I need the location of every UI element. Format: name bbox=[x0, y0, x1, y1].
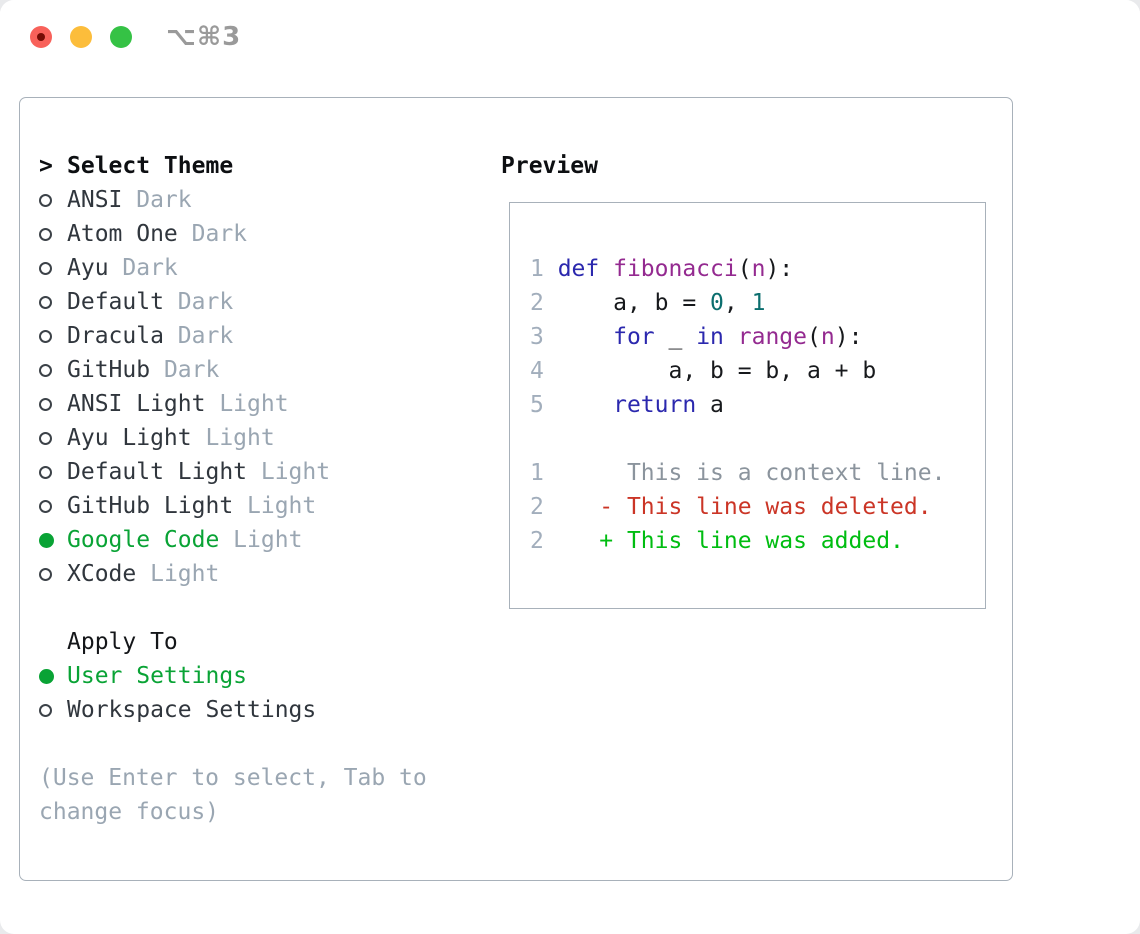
theme-variant-label: Light bbox=[247, 459, 331, 485]
theme-variant-label: Light bbox=[233, 493, 317, 519]
theme-option-label: ANSI Light bbox=[67, 391, 206, 417]
theme-option-label: GitHub bbox=[67, 357, 151, 383]
radio-icon bbox=[39, 363, 67, 377]
apply-option-label: Workspace Settings bbox=[67, 697, 317, 723]
radio-selected-icon bbox=[39, 532, 67, 548]
apply-to-header: Apply To bbox=[20, 625, 500, 659]
radio-icon bbox=[39, 431, 67, 445]
code-line: 2 + This line was added. bbox=[530, 528, 904, 554]
theme-option-label: Google Code bbox=[67, 527, 220, 553]
radio-icon bbox=[39, 261, 67, 275]
code-line bbox=[530, 422, 985, 456]
theme-option-label: Default bbox=[67, 289, 164, 315]
window-title: ⌥⌘3 bbox=[166, 22, 242, 52]
code-line: 3 for _ in range(n): bbox=[530, 324, 863, 350]
theme-option-ansi-light[interactable]: ANSI Light Light bbox=[20, 387, 500, 421]
preview-title: Preview bbox=[501, 153, 598, 179]
help-text: (Use Enter to select, Tab to change focu… bbox=[20, 761, 500, 829]
theme-option-xcode[interactable]: XCode Light bbox=[20, 557, 500, 591]
theme-option-label: GitHub Light bbox=[67, 493, 234, 519]
cursor-marker: > bbox=[39, 153, 67, 179]
theme-option-atom-one[interactable]: Atom One Dark bbox=[20, 217, 500, 251]
radio-icon bbox=[39, 193, 67, 207]
minimize-button[interactable] bbox=[70, 26, 92, 48]
theme-list-title: Select Theme bbox=[67, 153, 234, 179]
theme-option-github[interactable]: GitHub Dark bbox=[20, 353, 500, 387]
theme-variant-label: Dark bbox=[163, 323, 234, 349]
line-number: 2 bbox=[530, 290, 558, 316]
theme-option-label: Ayu Light bbox=[67, 425, 192, 451]
apply-option-user-settings[interactable]: User Settings bbox=[20, 659, 500, 693]
apply-option-workspace-settings[interactable]: Workspace Settings bbox=[20, 693, 500, 727]
theme-option-github-light[interactable]: GitHub Light Light bbox=[20, 489, 500, 523]
code-line: 5 return a bbox=[530, 392, 724, 418]
theme-variant-label: Light bbox=[219, 527, 303, 553]
theme-option-ayu[interactable]: Ayu Dark bbox=[20, 251, 500, 285]
zoom-button[interactable] bbox=[110, 26, 132, 48]
radio-icon bbox=[39, 227, 67, 241]
theme-option-label: Dracula bbox=[67, 323, 164, 349]
theme-option-dracula[interactable]: Dracula Dark bbox=[20, 319, 500, 353]
line-number: 3 bbox=[530, 324, 558, 350]
theme-list-header: > Select Theme bbox=[20, 149, 500, 183]
theme-option-label: Default Light bbox=[67, 459, 248, 485]
help-line-2: change focus) bbox=[39, 799, 220, 825]
help-line-1: (Use Enter to select, Tab to bbox=[39, 765, 427, 791]
theme-option-ayu-light[interactable]: Ayu Light Light bbox=[20, 421, 500, 455]
line-number: 1 bbox=[530, 460, 558, 486]
code-line: 1 This is a context line. bbox=[530, 460, 946, 486]
theme-option-label: Ayu bbox=[67, 255, 109, 281]
theme-variant-label: Light bbox=[191, 425, 275, 451]
close-button[interactable] bbox=[30, 26, 52, 48]
radio-icon bbox=[39, 499, 67, 513]
preview-code-box: 1 def fibonacci(n): 2 a, b = 0, 1 3 for _ … bbox=[509, 202, 986, 609]
code-line: 2 a, b = 0, 1 bbox=[530, 290, 766, 316]
radio-icon bbox=[39, 397, 67, 411]
line-number bbox=[530, 426, 558, 452]
radio-icon bbox=[39, 465, 67, 479]
theme-option-ansi[interactable]: ANSI Dark bbox=[20, 183, 500, 217]
apply-to-title: Apply To bbox=[67, 629, 178, 655]
theme-option-default-light[interactable]: Default Light Light bbox=[20, 455, 500, 489]
line-number: 5 bbox=[530, 392, 558, 418]
chevron-right-icon: > bbox=[39, 153, 53, 179]
theme-variant-label: Dark bbox=[163, 289, 234, 315]
theme-variant-label: Dark bbox=[122, 187, 192, 213]
theme-option-label: XCode bbox=[67, 561, 137, 587]
radio-icon bbox=[39, 567, 67, 581]
radio-selected-icon bbox=[39, 668, 67, 684]
theme-option-default[interactable]: Default Dark bbox=[20, 285, 500, 319]
radio-icon bbox=[39, 329, 67, 343]
radio-icon bbox=[39, 295, 67, 309]
radio-icon bbox=[39, 703, 67, 717]
theme-variant-label: Light bbox=[205, 391, 289, 417]
theme-variant-label: Light bbox=[136, 561, 220, 587]
line-number: 2 bbox=[530, 528, 558, 554]
theme-option-label: Atom One bbox=[67, 221, 178, 247]
line-number: 4 bbox=[530, 358, 558, 384]
code-line: 1 def fibonacci(n): bbox=[530, 256, 794, 282]
line-number: 1 bbox=[530, 256, 558, 282]
line-number: 2 bbox=[530, 494, 558, 520]
theme-option-label: ANSI bbox=[67, 187, 123, 213]
theme-variant-label: Dark bbox=[150, 357, 220, 383]
code-line: 2 - This line was deleted. bbox=[530, 494, 932, 520]
code-line: 4 a, b = b, a + b bbox=[530, 358, 877, 384]
apply-option-label: User Settings bbox=[67, 663, 248, 689]
theme-option-google-code[interactable]: Google Code Light bbox=[20, 523, 500, 557]
title-bar: ⌥⌘3 bbox=[0, 0, 1140, 74]
theme-variant-label: Dark bbox=[108, 255, 178, 281]
theme-variant-label: Dark bbox=[177, 221, 248, 247]
